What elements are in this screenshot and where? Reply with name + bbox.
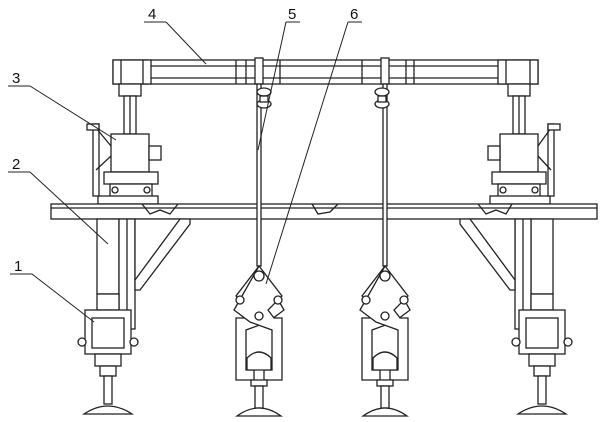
left-rail-tongs bbox=[233, 264, 285, 417]
label-3: 3 bbox=[12, 70, 20, 87]
right-jack-screw bbox=[507, 83, 531, 135]
leader-4: 4 bbox=[144, 6, 207, 65]
right-hanger-rod bbox=[374, 57, 390, 267]
label-4: 4 bbox=[148, 6, 156, 23]
label-1: 1 bbox=[14, 258, 22, 275]
left-hanger-rod bbox=[254, 57, 272, 267]
label-5: 5 bbox=[288, 6, 296, 23]
leader-6: 6 bbox=[265, 6, 362, 285]
leader-2: 2 bbox=[8, 156, 109, 245]
left-lifting-jack bbox=[86, 123, 162, 205]
leader-3: 3 bbox=[8, 70, 117, 141]
label-2: 2 bbox=[12, 156, 20, 173]
leader-1: 1 bbox=[10, 258, 95, 323]
right-rail-clamp-assembly bbox=[511, 293, 573, 415]
label-6: 6 bbox=[350, 6, 358, 23]
right-lifting-jack bbox=[487, 123, 561, 205]
top-crossbeam bbox=[112, 59, 539, 85]
left-jack-screw bbox=[118, 83, 142, 135]
right-support-column bbox=[459, 218, 554, 330]
left-rail-clamp-assembly bbox=[77, 293, 139, 415]
main-platform-beam bbox=[50, 203, 598, 220]
leader-5: 5 bbox=[257, 6, 300, 151]
right-rail-tongs bbox=[359, 264, 411, 417]
